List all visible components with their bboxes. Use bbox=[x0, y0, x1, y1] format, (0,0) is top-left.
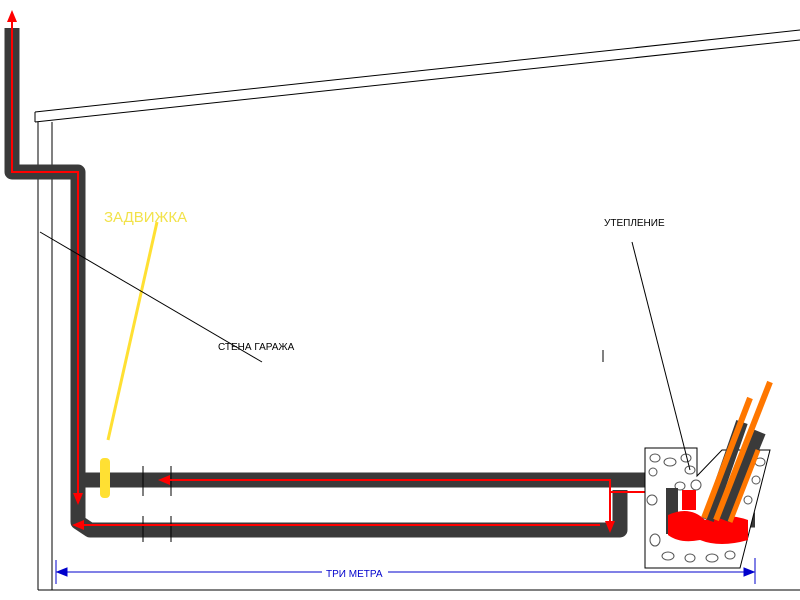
log-orange-1 bbox=[701, 396, 753, 520]
pebble bbox=[663, 457, 677, 467]
garage-wall-leader bbox=[39, 231, 263, 363]
roof-line bbox=[34, 29, 800, 113]
flow-arrows bbox=[11, 18, 690, 528]
garage-wall-label: СТЕНА ГАРАЖА bbox=[218, 342, 295, 353]
chimney-pipe bbox=[4, 28, 148, 538]
return-loop-pipe bbox=[148, 490, 628, 538]
arrowhead-upper bbox=[158, 475, 170, 485]
fire-core bbox=[682, 490, 696, 510]
arrowhead-chimney-bend bbox=[73, 493, 83, 505]
pebble bbox=[648, 467, 658, 477]
dimension-arrow-right bbox=[743, 567, 756, 577]
roof-underside bbox=[34, 39, 800, 123]
dimension-arrow-left bbox=[55, 567, 68, 577]
insulation-label: УТЕПЛЕНИЕ bbox=[604, 218, 665, 229]
damper-leader bbox=[106, 221, 159, 441]
log-dark-2 bbox=[718, 429, 766, 523]
arrowhead-lower bbox=[72, 520, 84, 530]
damper-label: ЗАДВИЖКА bbox=[104, 209, 187, 226]
arrow-heads bbox=[7, 10, 615, 533]
arrowhead-chimney-top bbox=[7, 10, 17, 22]
distance-label: ТРИ МЕТРА bbox=[326, 569, 383, 580]
pebble bbox=[661, 551, 675, 561]
pebble bbox=[690, 479, 702, 491]
insulation-pebbles bbox=[646, 453, 766, 563]
garage-outline bbox=[34, 29, 800, 591]
pebble bbox=[684, 553, 696, 563]
pebble bbox=[724, 550, 736, 560]
arrowhead-down-loop bbox=[605, 521, 615, 533]
firewood bbox=[701, 380, 773, 523]
insulation-leader bbox=[631, 241, 691, 471]
pebble bbox=[649, 533, 661, 547]
pebble bbox=[646, 494, 658, 506]
pebble bbox=[705, 553, 719, 563]
log-orange-2 bbox=[713, 380, 773, 522]
dimension-line bbox=[55, 558, 756, 584]
pebble bbox=[649, 453, 661, 463]
log-orange-3 bbox=[727, 449, 761, 523]
damper bbox=[100, 458, 110, 498]
pipe-couplings bbox=[142, 466, 172, 542]
stove bbox=[644, 380, 773, 569]
pebble bbox=[751, 475, 761, 485]
pipe-system bbox=[4, 28, 755, 538]
flow-up-chimney bbox=[11, 18, 79, 500]
pebble bbox=[743, 495, 753, 505]
